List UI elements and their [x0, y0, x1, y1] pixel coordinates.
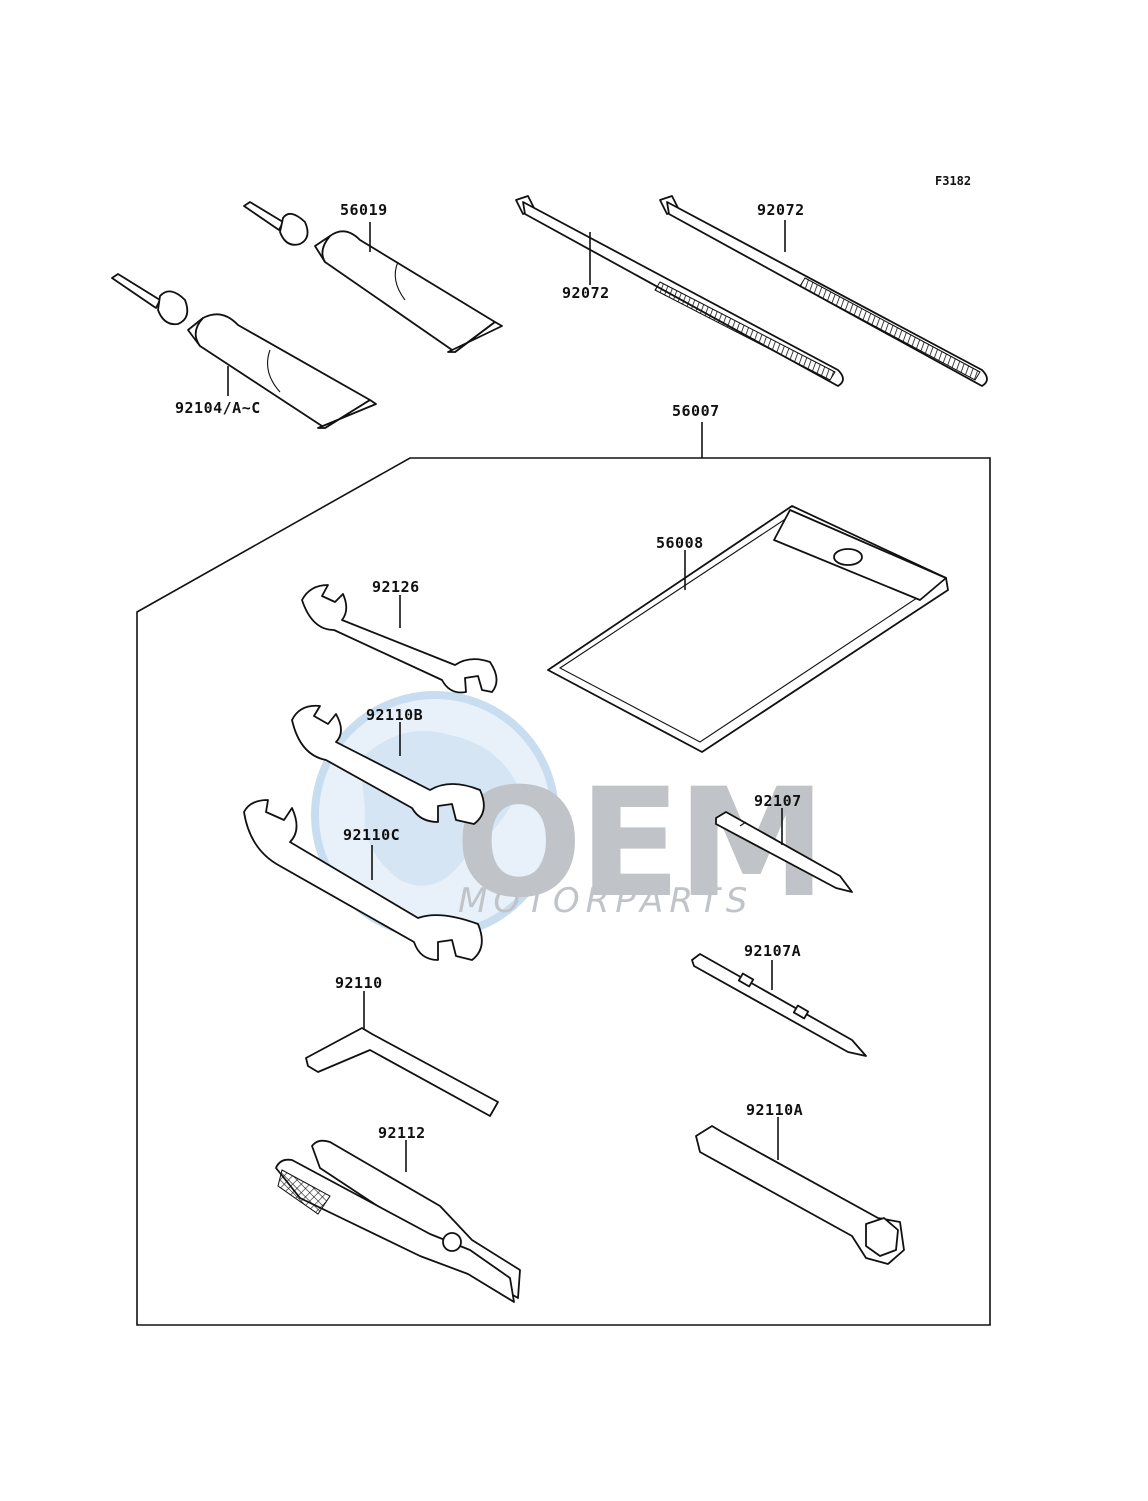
part-92110A-box-wrench[interactable]	[695, 1117, 905, 1265]
label-92107: 92107	[754, 792, 802, 810]
part-92104-tube[interactable]	[111, 273, 377, 429]
part-92110C-wrench[interactable]	[243, 799, 483, 961]
part-92072-tie-left[interactable]	[515, 195, 844, 387]
watermark-tagline: MOTORPARTS	[458, 881, 753, 921]
label-92110A: 92110A	[746, 1101, 803, 1119]
toolkit-outline	[136, 422, 991, 1326]
label-92126: 92126	[372, 578, 420, 596]
part-92110B-wrench[interactable]	[291, 704, 485, 825]
label-56008: 56008	[656, 534, 704, 552]
watermark: OEM MOTORPARTS	[311, 691, 826, 939]
part-92107A-screwdriver[interactable]	[691, 953, 867, 1057]
label-92107A: 92107A	[744, 942, 801, 960]
figure-ref: F3182	[935, 174, 971, 188]
part-92072-tie-right[interactable]	[659, 195, 988, 387]
part-56019-tube[interactable]	[243, 201, 503, 353]
part-92112-pliers[interactable]	[275, 1139, 521, 1303]
label-92072-right: 92072	[757, 201, 805, 219]
part-92110-hex-key[interactable]	[305, 991, 499, 1117]
label-56007: 56007	[672, 402, 720, 420]
label-92110C: 92110C	[343, 826, 400, 844]
part-92126-wrench[interactable]	[301, 584, 498, 694]
label-92112: 92112	[378, 1124, 426, 1142]
label-92072-left: 92072	[562, 284, 610, 302]
part-56008-bag[interactable]	[547, 505, 949, 753]
label-92110: 92110	[335, 974, 383, 992]
label-56019: 56019	[340, 201, 388, 219]
label-92104: 92104/A~C	[175, 399, 261, 417]
label-92110B: 92110B	[366, 706, 423, 724]
part-92107-screwdriver[interactable]	[715, 808, 853, 893]
